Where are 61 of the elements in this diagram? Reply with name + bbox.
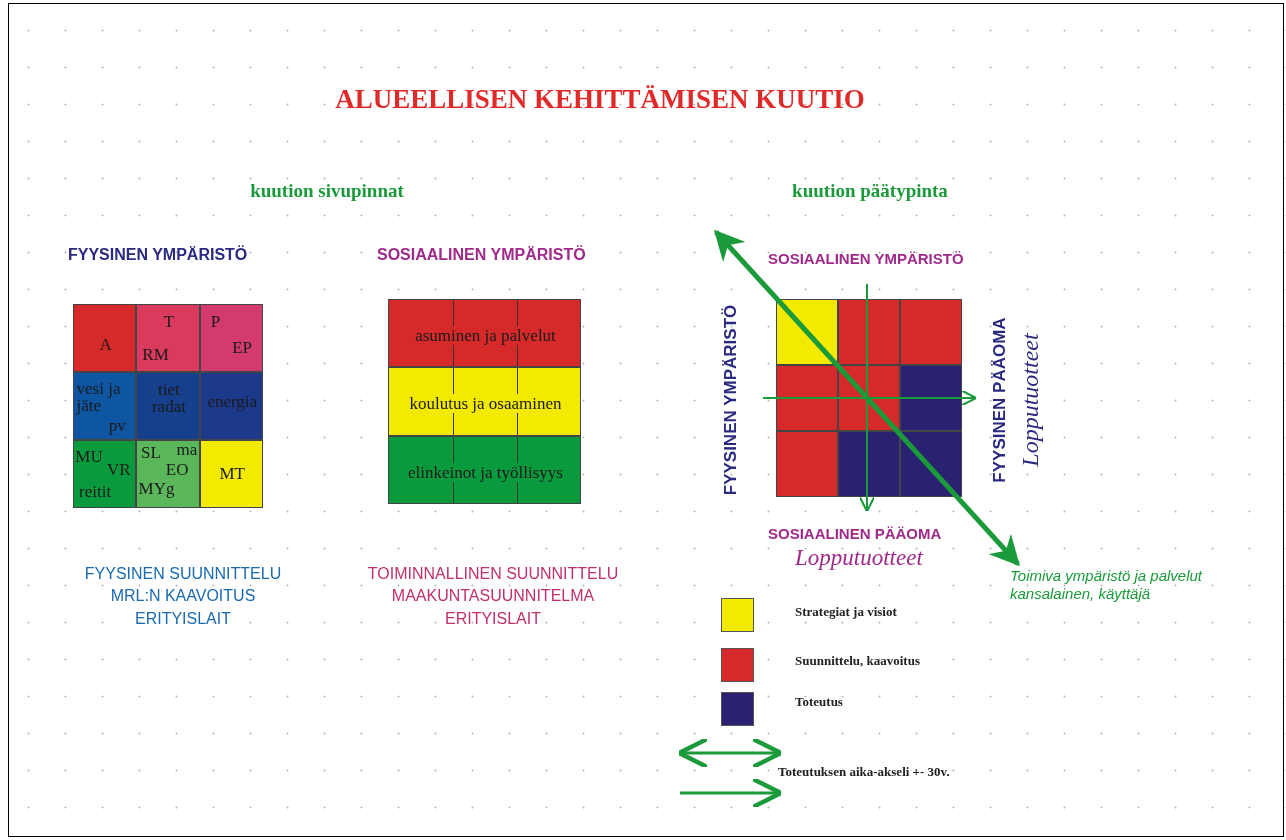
text-label: kansalainen, käyttäjä <box>1010 585 1151 602</box>
grid-cell <box>73 304 137 372</box>
cell-text: asuminen ja palvelut <box>413 325 558 345</box>
text-label: Toimiva ympäristö ja palvelut <box>1010 567 1203 584</box>
axis-label: FYYSINEN YMPÄRISTÖ <box>721 304 741 496</box>
cell-text: tiet radat <box>150 381 187 416</box>
cell-text: MU <box>75 447 103 465</box>
legend-text: Toteutuksen aika-akseli +- 30v. <box>778 764 950 780</box>
grid-row <box>388 435 581 504</box>
text-label: FYYSINEN SUUNNITTELU <box>84 565 282 583</box>
cell-text: MT <box>219 464 245 482</box>
legend-text: Suunnittelu, kaavoitus <box>795 653 920 669</box>
legend-text: Toteutus <box>795 694 843 710</box>
grid-cell <box>199 304 263 372</box>
grid-cell <box>900 431 962 497</box>
cell-text: koulutus ja osaaminen <box>407 394 564 414</box>
text-label: SOSIAALINEN YMPÄRISTÖ <box>377 246 586 264</box>
grid-cell <box>73 440 137 508</box>
section-heading: kuution päätypinta <box>792 180 948 202</box>
grid-cell <box>136 372 200 440</box>
grid-row <box>388 367 581 436</box>
section-heading: kuution sivupinnat <box>250 180 404 202</box>
text-label: ERITYISLAIT <box>135 610 231 628</box>
text-label: Lopputuotteet <box>795 545 923 571</box>
cell-text: RM <box>142 345 169 363</box>
grid-cell <box>199 440 263 508</box>
cell-text: reitit <box>79 483 112 501</box>
cell-text: SL <box>141 444 161 462</box>
text-label: SOSIAALINEN PÄÄOMA <box>768 525 942 542</box>
text-label: SOSIAALINEN YMPÄRISTÖ <box>768 250 964 267</box>
text-label: FYYSINEN YMPÄRISTÖ <box>68 246 248 264</box>
axis-label: FYYSINEN PÄÄOMA <box>990 317 1010 483</box>
text-label: ERITYISLAIT <box>445 610 541 628</box>
text-label: TOIMINNALLINEN SUUNNITTELU <box>367 565 619 583</box>
cell-text: elinkeinot ja työllisyys <box>406 462 565 482</box>
grid-cell <box>900 365 962 431</box>
cell-text: MYg <box>138 480 175 498</box>
grid-cell <box>776 431 838 497</box>
text-label: MAAKUNTASUUNNITELMA <box>391 587 595 605</box>
diagram-title: ALUEELLISEN KEHITTÄMISEN KUUTIO <box>335 84 865 115</box>
cell-text: P <box>210 313 221 331</box>
grid-cell <box>199 372 263 440</box>
grid-cell <box>838 431 900 497</box>
grid-cell <box>136 304 200 372</box>
grid-row <box>388 299 581 368</box>
cell-text: EP <box>232 339 253 356</box>
cell-text: A <box>99 335 112 353</box>
grid-cell <box>838 299 900 365</box>
cell-text: pv <box>108 417 127 435</box>
text-label: MRL:N KAAVOITUS <box>110 587 256 605</box>
cell-text: ma <box>176 441 198 458</box>
grid-cell <box>136 440 200 508</box>
cell-text: EO <box>165 461 189 479</box>
cell-text: VR <box>106 461 131 479</box>
grid-cell <box>776 365 838 431</box>
cell-text: T <box>163 313 175 331</box>
grid-cell <box>900 299 962 365</box>
legend-text: Strategiat ja visiot <box>795 604 897 620</box>
axis-label: Lopputuotteet <box>1016 333 1044 467</box>
cell-text: energia <box>207 393 258 411</box>
grid-cell <box>73 372 137 440</box>
